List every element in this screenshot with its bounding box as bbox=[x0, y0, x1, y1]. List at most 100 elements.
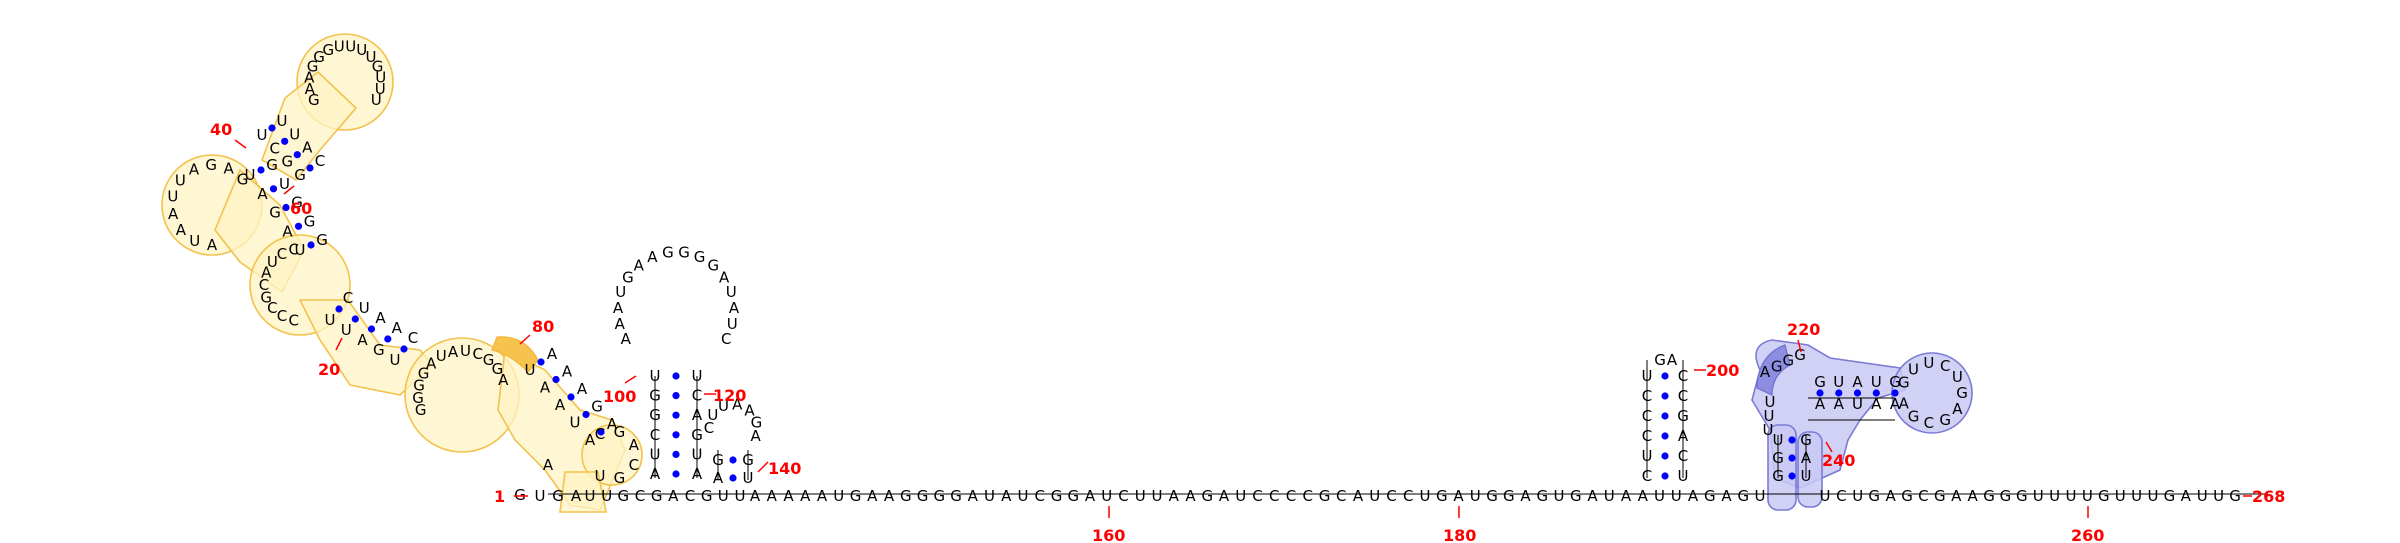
nucleotide: G bbox=[412, 389, 424, 407]
nucleotide: U bbox=[726, 283, 737, 301]
nucleotide: G bbox=[2098, 487, 2110, 505]
nucleotide: C bbox=[1386, 487, 1396, 505]
nucleotide: U bbox=[1018, 487, 1029, 505]
nucleotide: U bbox=[1470, 487, 1481, 505]
nucleotide: U bbox=[175, 172, 186, 190]
nucleotide: U bbox=[535, 487, 546, 505]
nucleotide: U bbox=[295, 241, 306, 259]
base-pair-dot bbox=[1788, 472, 1796, 480]
nucleotide: A bbox=[448, 343, 459, 361]
nucleotide: C bbox=[1252, 487, 1262, 505]
pos-label-60: 60 bbox=[290, 199, 312, 218]
nucleotide: G bbox=[269, 204, 281, 222]
nucleotide: A bbox=[867, 487, 878, 505]
nucleotide: C bbox=[1918, 487, 1928, 505]
pos-label-260: 260 bbox=[2071, 526, 2104, 543]
nucleotide: U bbox=[984, 487, 995, 505]
nucleotide: A bbox=[1638, 487, 1649, 505]
nucleotide: U bbox=[727, 315, 738, 333]
nucleotide: U bbox=[718, 397, 729, 415]
base-pair-dot bbox=[282, 203, 290, 212]
nucleotide: C bbox=[269, 139, 279, 157]
nucleotide: U bbox=[167, 188, 178, 206]
nucleotide: A bbox=[1185, 487, 1196, 505]
nucleotide: U bbox=[371, 91, 382, 109]
base-pair-dot bbox=[537, 358, 545, 366]
nucleotide: U bbox=[585, 487, 596, 505]
nucleotide: C bbox=[650, 426, 660, 444]
pos-label-1: 1 bbox=[494, 487, 505, 506]
nucleotide: A bbox=[176, 221, 187, 239]
pos-label-120: 120 bbox=[713, 386, 746, 405]
base-pair-dot bbox=[367, 325, 376, 333]
nucleotide: G bbox=[1654, 351, 1666, 369]
highlight-blue-region bbox=[1751, 339, 1973, 511]
nucleotide: A bbox=[1667, 351, 1678, 369]
nucleotide: A bbox=[713, 469, 724, 487]
base-pair-dot bbox=[1816, 389, 1824, 397]
nucleotide: G bbox=[1201, 487, 1213, 505]
nucleotide: A bbox=[692, 406, 703, 424]
nucleotide: A bbox=[607, 415, 618, 433]
nucleotide: U bbox=[2148, 487, 2159, 505]
nucleotide: U bbox=[650, 367, 661, 385]
base-pair-dot bbox=[729, 456, 737, 464]
nucleotide: A bbox=[392, 319, 403, 337]
nucleotide: G bbox=[2016, 487, 2028, 505]
base-pair-dot bbox=[672, 470, 680, 478]
nucleotide: U bbox=[1871, 373, 1882, 391]
nucleotide: G bbox=[294, 166, 306, 184]
nucleotide: U bbox=[1604, 487, 1615, 505]
nucleotide: G bbox=[1814, 373, 1826, 391]
nucleotide: C bbox=[408, 329, 418, 347]
pos-label-240: 240 bbox=[1822, 451, 1855, 470]
nucleotide: G bbox=[1771, 357, 1783, 375]
nucleotide: U bbox=[1833, 373, 1844, 391]
nucleotide: A bbox=[1951, 487, 1962, 505]
nucleotide: G bbox=[850, 487, 862, 505]
nucleotide: A bbox=[168, 205, 179, 223]
nucleotide: U bbox=[2131, 487, 2142, 505]
nucleotide: C bbox=[692, 387, 702, 405]
nucleotide: U bbox=[2213, 487, 2224, 505]
nucleotide: G bbox=[1536, 487, 1548, 505]
nucleotide: G bbox=[291, 194, 303, 212]
nucleotide: U bbox=[1235, 487, 1246, 505]
nucleotide: C bbox=[1924, 414, 1934, 432]
base-pair-dot bbox=[294, 222, 303, 230]
nucleotide: U bbox=[570, 414, 581, 432]
nucleotide: U bbox=[2033, 487, 2044, 505]
nucleotide: A bbox=[647, 248, 658, 266]
nucleotide: U bbox=[2082, 487, 2093, 505]
nucleotide: U bbox=[2049, 487, 2060, 505]
nucleotide: C bbox=[1403, 487, 1413, 505]
nucleotide: G bbox=[1908, 408, 1920, 426]
nucleotide: G bbox=[304, 212, 316, 230]
nucleotide: C bbox=[1035, 487, 1045, 505]
nucleotide: A bbox=[1453, 487, 1464, 505]
nucleotide: C bbox=[277, 245, 287, 263]
base-pair-dot bbox=[1661, 372, 1669, 380]
nucleotide: A bbox=[884, 487, 895, 505]
nucleotide: G bbox=[372, 58, 384, 76]
base-pair-dot bbox=[1661, 452, 1669, 460]
pos-label-40: 40 bbox=[210, 120, 232, 139]
nucleotide: C bbox=[1642, 387, 1652, 405]
nucleotide: A bbox=[1952, 400, 1963, 418]
nucleotide: U bbox=[189, 232, 200, 250]
nucleotide: G bbox=[614, 469, 626, 487]
nucleotide: C bbox=[595, 425, 605, 443]
nucleotide: A bbox=[1721, 487, 1732, 505]
nucleotide: U bbox=[267, 253, 278, 271]
nucleotide: C bbox=[277, 307, 287, 325]
base-pair-dot bbox=[1788, 436, 1796, 444]
nucleotide: G bbox=[1772, 449, 1784, 467]
base-pair-dot bbox=[672, 431, 680, 439]
pos-label-220: 220 bbox=[1787, 320, 1820, 339]
base-pair-dot bbox=[293, 151, 301, 159]
nucleotide: U bbox=[279, 175, 290, 193]
nucleotide: U bbox=[325, 311, 336, 329]
nucleotide: G bbox=[313, 48, 325, 66]
nucleotide: A bbox=[1353, 487, 1364, 505]
nucleotide: U bbox=[341, 321, 352, 339]
